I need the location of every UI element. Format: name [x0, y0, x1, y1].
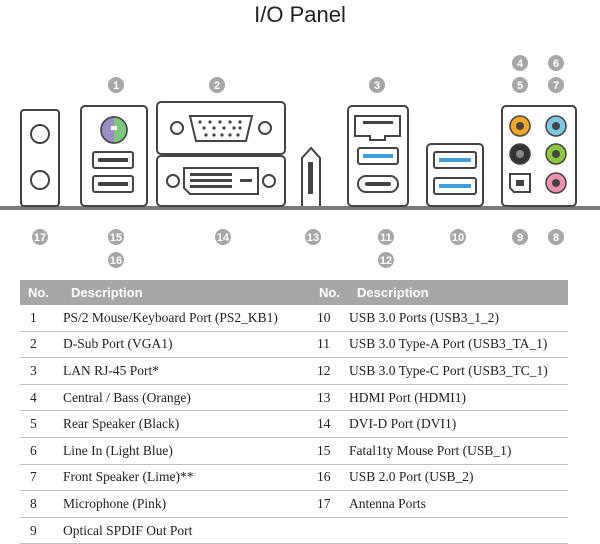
row-no: 6 — [20, 437, 63, 465]
hdmi-port — [301, 146, 321, 206]
svg-text:14: 14 — [217, 232, 230, 244]
row-no-2: 12 — [311, 357, 349, 385]
row-description-2: DVI-D Port (DVI1) — [349, 410, 568, 438]
callout-1: 1 — [108, 77, 124, 93]
svg-text:10: 10 — [452, 232, 464, 244]
callout-4: 4 — [512, 55, 528, 71]
callout-2: 2 — [209, 77, 225, 93]
antenna-ports — [20, 109, 60, 207]
svg-text:12: 12 — [380, 255, 392, 267]
callout-16: 16 — [108, 252, 124, 268]
audio-stack — [501, 105, 577, 207]
row-no: 2 — [20, 331, 63, 359]
row-description: Front Speaker (Lime)** — [63, 464, 311, 492]
row-no-2: 16 — [311, 464, 349, 492]
row-description-2: USB 3.0 Ports (USB3_1_2) — [349, 305, 568, 332]
row-no-2: 17 — [311, 490, 349, 518]
callout-6: 6 — [548, 55, 564, 71]
row-description-2 — [349, 517, 568, 544]
vga-dvi-stack — [156, 101, 286, 207]
row-description-2: Fatal1ty Mouse Port (USB_1) — [349, 437, 568, 465]
ps2-usb-stack — [80, 105, 148, 207]
svg-text:17: 17 — [34, 232, 46, 244]
row-description-2: USB 2.0 Port (USB_2) — [349, 464, 568, 492]
svg-text:7: 7 — [553, 80, 559, 92]
callout-3: 3 — [369, 77, 385, 93]
callout-12: 12 — [378, 252, 394, 268]
svg-text:5: 5 — [517, 80, 523, 92]
row-no-2: 13 — [311, 384, 349, 412]
row-no: 5 — [20, 410, 63, 438]
row-no-2: 15 — [311, 437, 349, 465]
panel-baseline — [0, 206, 600, 210]
lan-usb-stack — [347, 105, 409, 207]
svg-text:3: 3 — [374, 80, 380, 92]
row-description: Line In (Light Blue) — [63, 437, 311, 465]
svg-text:6: 6 — [553, 58, 559, 70]
page-title: I/O Panel — [254, 2, 346, 27]
row-no: 4 — [20, 384, 63, 412]
row-description-2: Antenna Ports — [349, 490, 568, 518]
callout-9: 9 — [512, 229, 528, 245]
header-description-2: Description — [349, 280, 568, 305]
svg-text:15: 15 — [110, 232, 122, 244]
row-no-2 — [311, 517, 349, 544]
callout-15: 15 — [108, 229, 124, 245]
row-no: 3 — [20, 357, 63, 385]
row-description: Optical SPDIF Out Port — [63, 517, 311, 544]
callout-5: 5 — [512, 77, 528, 93]
svg-text:2: 2 — [214, 80, 220, 92]
row-no-2: 10 — [311, 305, 349, 332]
header-description: Description — [63, 280, 311, 305]
row-no: 9 — [20, 517, 63, 544]
svg-text:4: 4 — [517, 58, 524, 70]
callout-14: 14 — [215, 229, 231, 245]
callout-10: 10 — [450, 229, 466, 245]
usb3-stack — [426, 143, 484, 207]
callout-11: 11 — [378, 229, 394, 245]
header-no-2: No. — [311, 280, 349, 305]
svg-text:9: 9 — [517, 232, 523, 244]
callout-13: 13 — [305, 229, 321, 245]
row-description: PS/2 Mouse/Keyboard Port (PS2_KB1) — [63, 305, 311, 332]
row-description: Microphone (Pink) — [63, 490, 311, 518]
callout-8: 8 — [548, 229, 564, 245]
row-description: LAN RJ-45 Port* — [63, 357, 311, 385]
row-description-2: USB 3.0 Type-A Port (USB3_TA_1) — [349, 331, 568, 359]
svg-text:1: 1 — [113, 80, 119, 92]
table-header-row: No. Description No. Description — [20, 280, 568, 305]
svg-text:16: 16 — [110, 255, 122, 267]
row-no-2: 14 — [311, 410, 349, 438]
row-no-2: 11 — [311, 331, 349, 359]
svg-text:11: 11 — [380, 232, 392, 244]
row-no: 7 — [20, 464, 63, 492]
row-description-2: USB 3.0 Type-C Port (USB3_TC_1) — [349, 357, 568, 385]
svg-text:8: 8 — [553, 232, 559, 244]
io-panel-diagram: 1 2 3 4 5 6 7 — [0, 55, 600, 268]
row-no: 8 — [20, 490, 63, 518]
row-description: D-Sub Port (VGA1) — [63, 331, 311, 359]
header-no: No. — [20, 280, 63, 305]
callout-17: 17 — [32, 229, 48, 245]
row-no: 1 — [20, 305, 63, 332]
callout-7: 7 — [548, 77, 564, 93]
row-description-2: HDMI Port (HDMI1) — [349, 384, 568, 412]
row-description: Central / Bass (Orange) — [63, 384, 311, 412]
row-description: Rear Speaker (Black) — [63, 410, 311, 438]
svg-text:13: 13 — [307, 232, 319, 244]
